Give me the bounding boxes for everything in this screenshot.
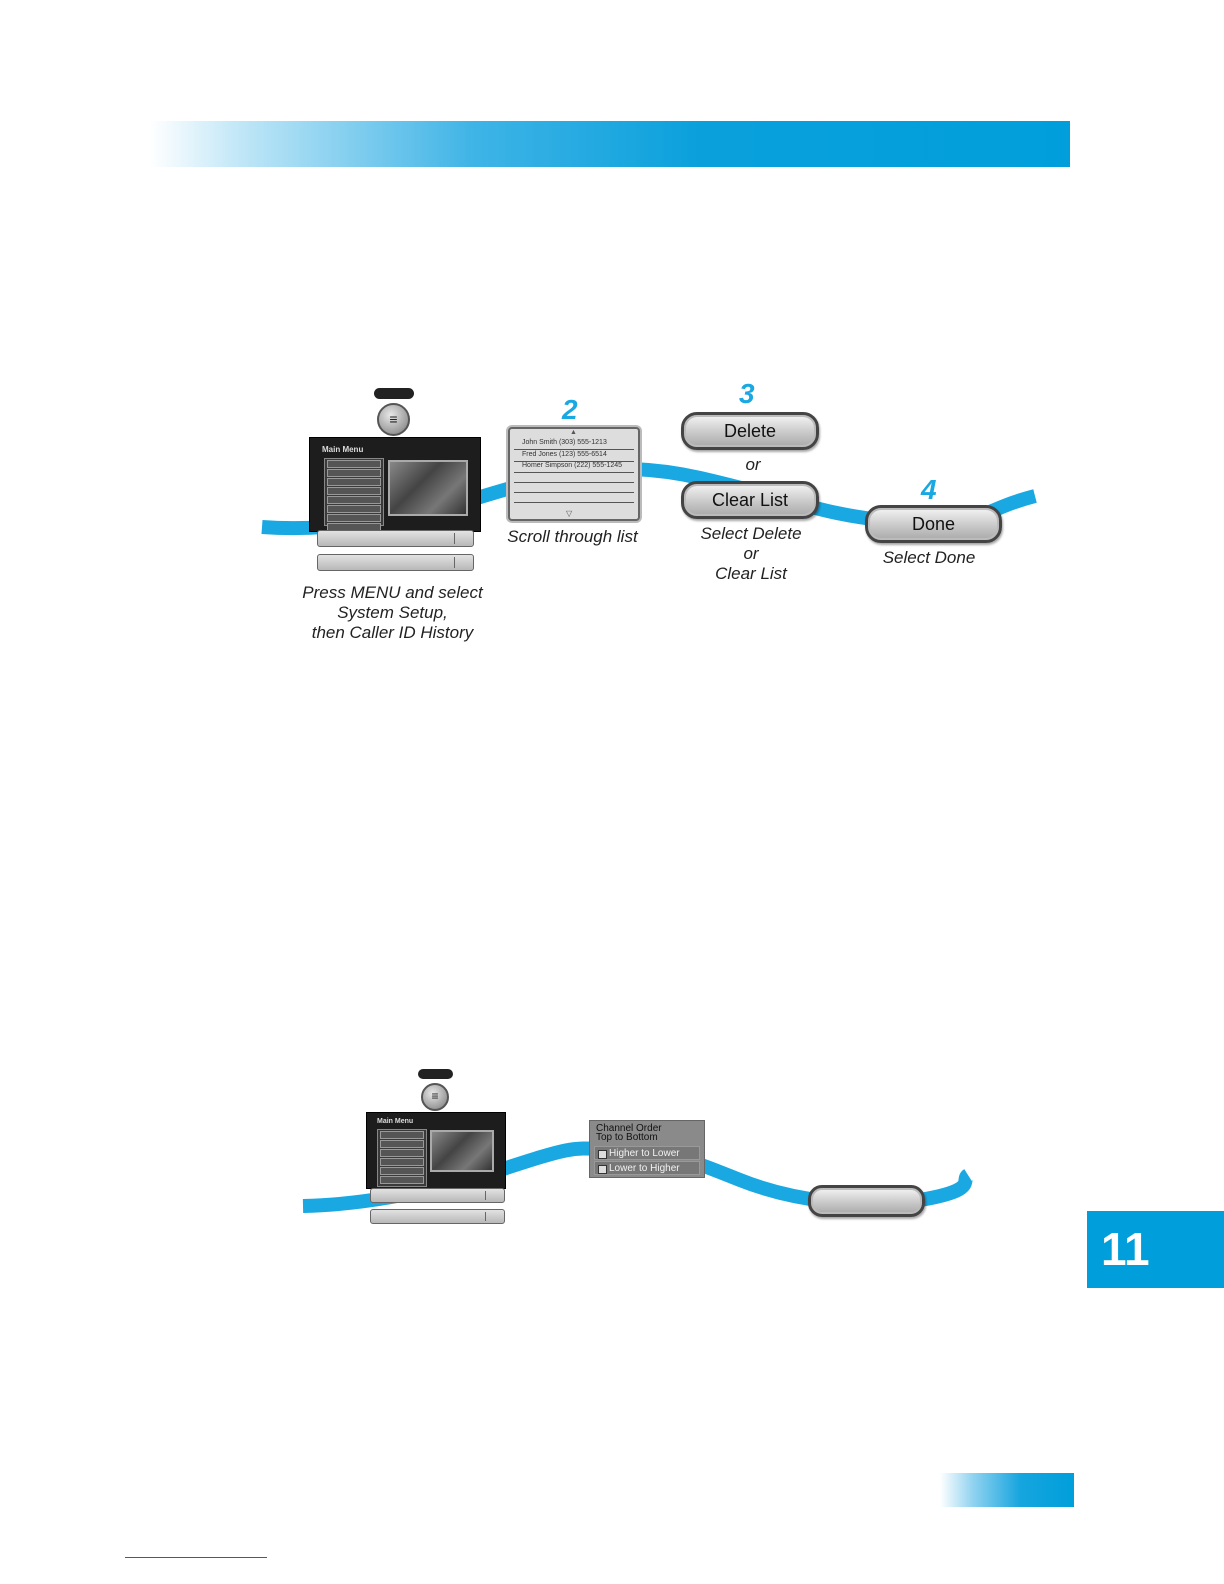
tv-screen-main-menu: Main Menu bbox=[309, 437, 481, 532]
remote-bar bbox=[370, 1209, 505, 1224]
tv-screen-main-menu: Main Menu bbox=[366, 1112, 506, 1189]
channel-order-subtitle: Top to Bottom bbox=[596, 1133, 658, 1143]
step1-caption: Press MENU and select System Setup, then… bbox=[280, 583, 505, 643]
remote-bar bbox=[370, 1188, 505, 1203]
checkbox-icon[interactable] bbox=[598, 1165, 607, 1174]
delete-button[interactable]: Delete bbox=[681, 412, 819, 450]
caption-line: or bbox=[680, 544, 822, 564]
step-number-2: 2 bbox=[562, 394, 578, 426]
tv-preview-image bbox=[388, 460, 468, 516]
option-label: Lower to Higher bbox=[609, 1163, 680, 1174]
menu-button-icon[interactable]: ≡ bbox=[377, 403, 410, 436]
option-lower-to-higher[interactable]: Lower to Higher bbox=[594, 1161, 700, 1175]
checkbox-icon[interactable] bbox=[598, 1150, 607, 1159]
caption-line: Select Delete bbox=[680, 524, 822, 544]
option-higher-to-lower[interactable]: Higher to Lower bbox=[594, 1146, 700, 1160]
caller-id-list[interactable]: ▲ John Smith (303) 555-1213 Fred Jones (… bbox=[508, 427, 640, 521]
list-item[interactable] bbox=[514, 490, 634, 503]
caption-line: Clear List bbox=[680, 564, 822, 584]
remote-key-oval bbox=[418, 1069, 453, 1079]
step-number-3: 3 bbox=[739, 378, 755, 410]
remote-bar bbox=[317, 554, 474, 571]
clear-list-button[interactable]: Clear List bbox=[681, 481, 819, 519]
caption-line: System Setup, bbox=[280, 603, 505, 623]
step3-caption: Select Delete or Clear List bbox=[680, 524, 822, 584]
option-label: Higher to Lower bbox=[609, 1148, 680, 1159]
scroll-down-icon[interactable]: ▽ bbox=[566, 509, 572, 518]
tv-menu-list bbox=[324, 458, 384, 526]
tv-title: Main Menu bbox=[377, 1118, 413, 1125]
remote-bar bbox=[317, 530, 474, 547]
caption-line: Press MENU and select bbox=[280, 583, 505, 603]
or-label: or bbox=[733, 455, 773, 475]
tv-preview-image bbox=[430, 1130, 494, 1172]
remote-key-oval bbox=[374, 388, 414, 399]
tv-menu-list bbox=[377, 1129, 427, 1187]
blank-button[interactable] bbox=[808, 1185, 925, 1217]
step2-caption: Scroll through list bbox=[490, 527, 655, 547]
caption-line: then Caller ID History bbox=[280, 623, 505, 643]
scroll-up-icon[interactable]: ▲ bbox=[570, 429, 577, 436]
menu-button-icon[interactable]: ≡ bbox=[421, 1083, 449, 1111]
step4-caption: Select Done bbox=[865, 548, 993, 568]
tv-title: Main Menu bbox=[322, 445, 363, 454]
step-number-4: 4 bbox=[921, 474, 937, 506]
channel-order-panel: Channel Order Top to Bottom Higher to Lo… bbox=[589, 1120, 705, 1178]
done-button[interactable]: Done bbox=[865, 505, 1002, 543]
